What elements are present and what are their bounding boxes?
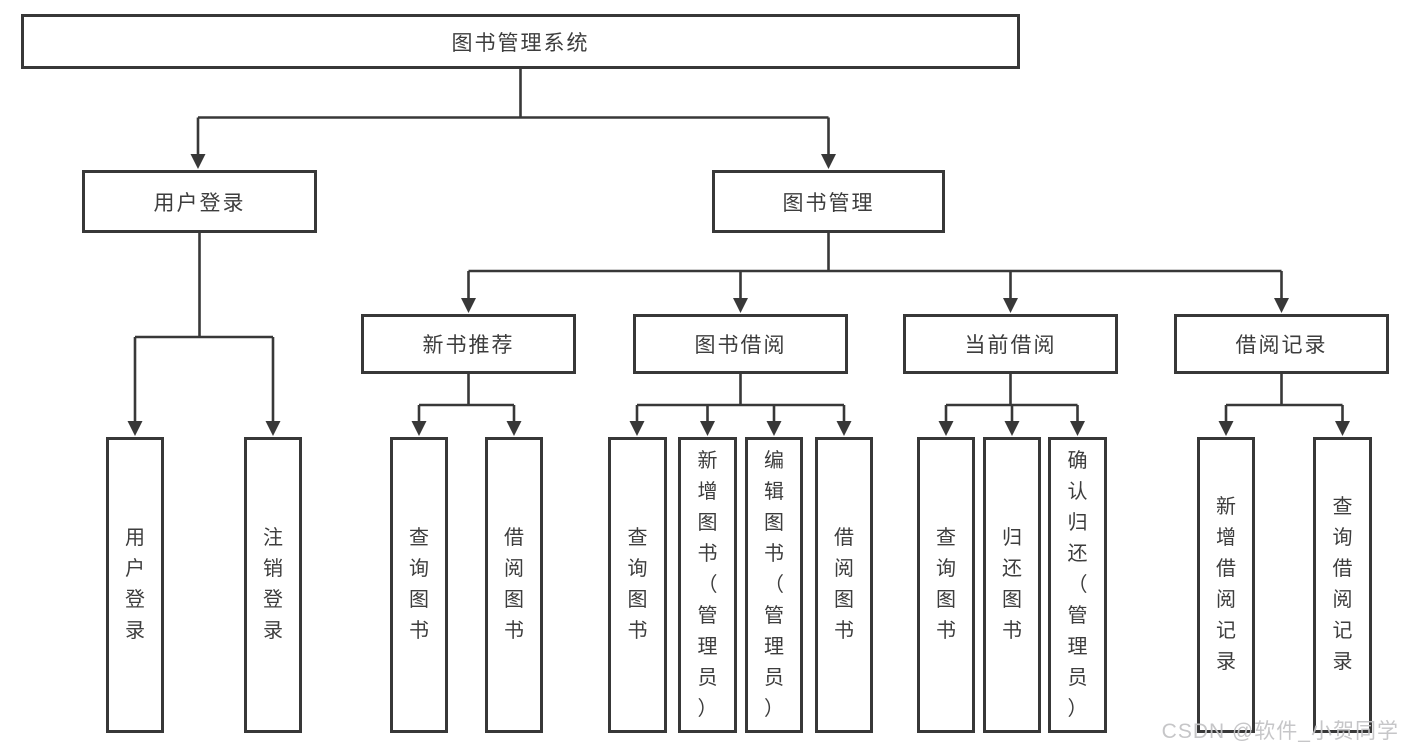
node-label: 用户登录 [153, 191, 246, 215]
node-current-borrowing: 当前借阅 [903, 314, 1118, 374]
node-borrow-records: 借阅记录 [1174, 314, 1389, 374]
node-label: 借阅记录 [1235, 334, 1328, 357]
node-label: 新增借阅记录 [1216, 496, 1236, 673]
node-label: 图书管理 [782, 191, 875, 215]
csdn-watermark: CSDN @软件_小贺同学 [1161, 720, 1399, 743]
node-label: 新书推荐 [422, 334, 515, 357]
node-label: 查询图书 [627, 527, 648, 642]
leaf-borrow-books-recommend: 借阅图书 [485, 437, 543, 733]
node-book-borrowing: 图书借阅 [633, 314, 848, 374]
leaf-user-login: 用户登录 [106, 437, 164, 733]
node-label: 新增图书（管理员） [697, 449, 718, 720]
node-label: 借阅图书 [504, 527, 524, 642]
node-label: 确认归还（管理员） [1067, 449, 1088, 720]
node-label: 当前借阅 [964, 334, 1057, 357]
leaf-add-borrow-record: 新增借阅记录 [1197, 437, 1255, 733]
node-label: 查询图书 [409, 527, 429, 642]
leaf-query-books-recommend: 查询图书 [390, 437, 448, 733]
node-new-book-recommend: 新书推荐 [361, 314, 576, 374]
node-label: 查询图书 [936, 527, 956, 642]
leaf-query-borrow-record: 查询借阅记录 [1313, 437, 1372, 733]
node-label: 注销登录 [263, 527, 283, 642]
node-label: 查询借阅记录 [1332, 496, 1353, 673]
leaf-edit-book-admin: 编辑图书（管理员） [745, 437, 803, 733]
leaf-return-book: 归还图书 [983, 437, 1041, 733]
node-user-login-branch: 用户登录 [82, 170, 317, 233]
node-label: 借阅图书 [834, 527, 854, 642]
leaf-query-books-borrowing: 查询图书 [608, 437, 667, 733]
node-label: 用户登录 [125, 527, 145, 642]
leaf-logout: 注销登录 [244, 437, 302, 733]
node-label: 图书管理系统 [451, 31, 590, 55]
node-label: 图书借阅 [694, 334, 787, 357]
leaf-borrow-books-borrowing: 借阅图书 [815, 437, 873, 733]
node-book-management: 图书管理 [712, 170, 945, 233]
node-label: 归还图书 [1002, 527, 1022, 642]
leaf-confirm-return-admin: 确认归还（管理员） [1048, 437, 1107, 733]
leaf-add-book-admin: 新增图书（管理员） [678, 437, 737, 733]
leaf-query-books-current: 查询图书 [917, 437, 975, 733]
node-label: 编辑图书（管理员） [764, 449, 784, 720]
node-library-system: 图书管理系统 [21, 14, 1020, 69]
